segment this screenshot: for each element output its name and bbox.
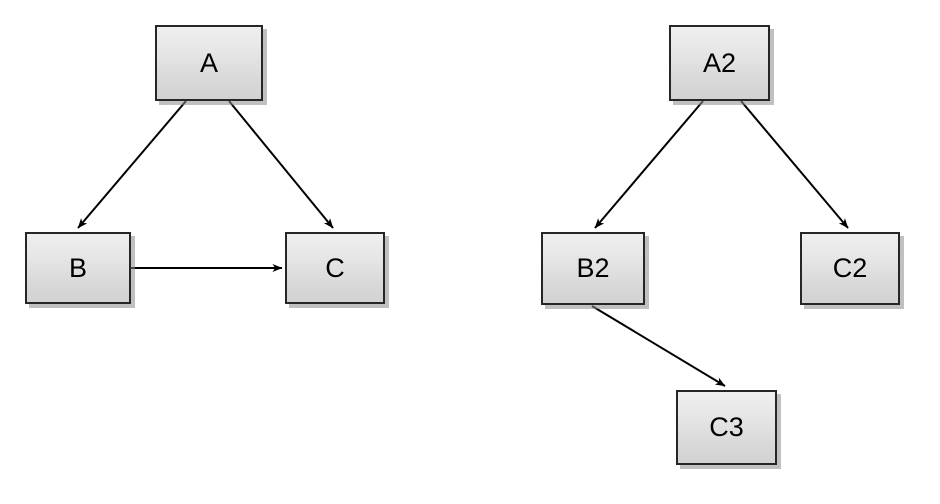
edge-a-to-b: [77, 100, 187, 229]
edge-a2-to-b2: [594, 100, 704, 229]
node-label-c2: C2: [832, 253, 868, 283]
edge-a2-to-c2: [740, 100, 849, 229]
node-b[interactable]: B: [25, 232, 131, 304]
node-label-c: C: [325, 252, 345, 283]
edge-a-to-c: [228, 100, 334, 229]
node-c[interactable]: C: [285, 232, 385, 304]
node-c2[interactable]: C2: [800, 232, 900, 305]
node-label-b: B: [68, 252, 87, 283]
edges: [77, 100, 849, 387]
node-label-b2: B2: [576, 253, 610, 283]
node-label-c3: C3: [709, 412, 744, 442]
node-c3[interactable]: C3: [676, 390, 777, 465]
edge-b2-to-c3: [591, 305, 726, 387]
node-a2[interactable]: A2: [669, 25, 770, 101]
node-label-a: A: [199, 47, 218, 78]
node-b2[interactable]: B2: [541, 232, 645, 305]
node-label-a2: A2: [702, 47, 737, 78]
node-a[interactable]: A: [155, 25, 263, 101]
